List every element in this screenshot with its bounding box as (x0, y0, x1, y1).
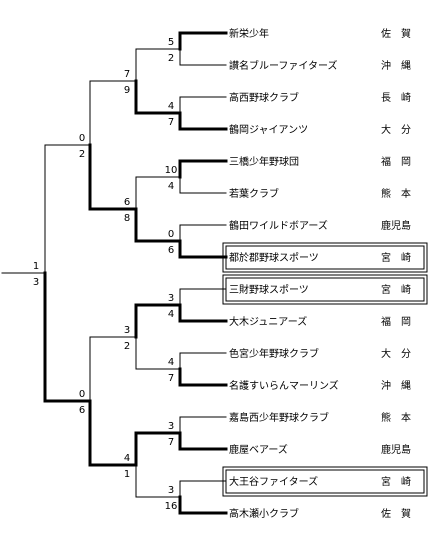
bracket-lines (1, 31, 228, 515)
score-top: 4 (168, 101, 174, 112)
team-prefecture: 沖 縄 (381, 59, 411, 72)
team-prefecture: 福 岡 (381, 315, 411, 328)
score-top: 4 (124, 453, 130, 464)
score-bottom: 7 (168, 373, 174, 384)
score-bottom: 2 (79, 149, 85, 160)
score-bottom: 4 (168, 309, 174, 320)
team-name: 鹿屋ベアーズ (229, 443, 288, 456)
score-top: 3 (124, 325, 130, 336)
score-top: 1 (33, 261, 39, 272)
team-prefecture: 大 分 (381, 123, 411, 136)
team-name: 鶴田ワイルドボアーズ (229, 219, 328, 232)
team-prefecture: 福 岡 (381, 155, 411, 168)
team-name: 色宮少年野球クラブ (229, 347, 319, 360)
score-top: 5 (168, 37, 174, 48)
team-prefecture: 宮 崎 (381, 251, 411, 264)
team-name: 三橋少年野球団 (229, 155, 299, 168)
team-name: 高木瀬小クラブ (229, 507, 299, 520)
team-prefecture: 宮 崎 (381, 283, 411, 296)
score-bottom: 2 (168, 53, 174, 64)
bracket-labels: 新栄少年佐 賀讃名ブルーファイターズ沖 縄高西野球クラブ長 崎鶴岡ジャイアンツ大… (33, 27, 411, 520)
team-name: 嘉島西少年野球クラブ (229, 411, 329, 424)
team-name: 都於郡野球スポーツ (229, 251, 319, 264)
team-name: 鶴岡ジャイアンツ (229, 123, 308, 136)
team-name: 若葉クラブ (229, 187, 279, 200)
team-name: 三財野球スポーツ (229, 283, 309, 296)
score-bottom: 7 (168, 437, 174, 448)
team-prefecture: 宮 崎 (381, 475, 411, 488)
team-prefecture: 熊 本 (381, 187, 411, 200)
team-prefecture: 熊 本 (381, 411, 411, 424)
score-top: 3 (168, 485, 174, 496)
score-top: 6 (124, 197, 130, 208)
team-name: 大王谷ファイターズ (229, 475, 318, 488)
team-name: 大木ジュニアーズ (229, 315, 307, 328)
score-bottom: 7 (168, 117, 174, 128)
score-top: 7 (124, 69, 130, 80)
highlight-boxes (222, 242, 428, 497)
score-top: 4 (168, 357, 174, 368)
team-prefecture: 佐 賀 (381, 28, 411, 40)
score-bottom: 4 (168, 181, 174, 192)
team-name: 讃名ブルーファイターズ (229, 59, 338, 72)
team-name: 名護すいらんマーリンズ (229, 379, 339, 392)
team-prefecture: 鹿児島 (381, 219, 411, 232)
score-bottom: 6 (168, 245, 174, 256)
team-prefecture: 沖 縄 (381, 379, 411, 392)
team-prefecture: 鹿児島 (381, 443, 411, 456)
score-top: 3 (168, 421, 174, 432)
score-top: 0 (168, 229, 174, 240)
team-prefecture: 長 崎 (381, 91, 411, 104)
team-prefecture: 佐 賀 (381, 508, 411, 520)
team-name: 高西野球クラブ (229, 91, 299, 104)
score-top: 3 (168, 293, 174, 304)
score-bottom: 1 (124, 469, 130, 480)
score-bottom: 9 (124, 85, 130, 96)
score-bottom: 2 (124, 341, 130, 352)
team-prefecture: 大 分 (381, 347, 411, 360)
score-bottom: 6 (79, 405, 85, 416)
team-name: 新栄少年 (229, 27, 269, 40)
score-bottom: 8 (124, 213, 130, 224)
score-top: 10 (165, 165, 178, 176)
score-bottom: 3 (33, 277, 39, 288)
score-top: 0 (79, 389, 85, 400)
score-bottom: 16 (165, 501, 178, 512)
score-top: 0 (79, 133, 85, 144)
